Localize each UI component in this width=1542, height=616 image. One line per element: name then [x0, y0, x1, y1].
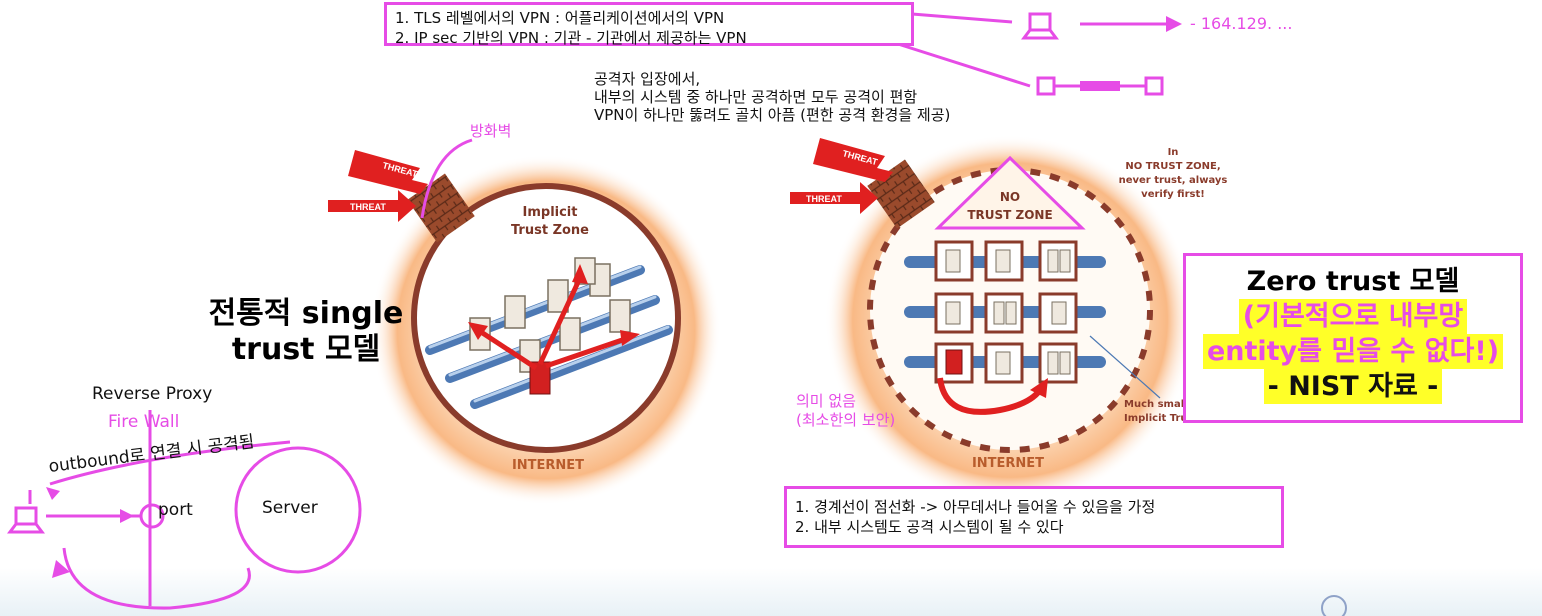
vpn-line-1: 1. TLS 레벨에서의 VPN : 어플리케이션에서의 VPN — [395, 9, 725, 27]
port-circle — [139, 503, 165, 529]
node-link-bar — [1080, 81, 1120, 91]
never-trust-line-4: verify first! — [1141, 189, 1205, 200]
right-threat-label-bottom: THREAT — [806, 194, 842, 204]
traditional-model-title: 전통적 single trust 모델 — [186, 296, 426, 368]
outbound-line — [49, 440, 291, 486]
return-loop — [62, 547, 251, 610]
much-smaller-line-2: Implicit Trust Zone — [1124, 413, 1230, 424]
left-threat-label-bottom: THREAT — [350, 202, 386, 212]
zero-trust-box: Zero trust 모델 (기본적으로 내부망 entity를 믿을 수 없다… — [1183, 253, 1523, 423]
outbound-arrowhead — [46, 487, 60, 500]
server-circle — [234, 446, 362, 574]
never-trust-note: In NO TRUST ZONE, never trust, always ve… — [1108, 146, 1238, 202]
attacker-line-3: VPN이 하나만 뚫려도 골치 아픔 (편한 공격 환경을 제공) — [594, 106, 951, 124]
client-laptop-icon — [7, 506, 45, 534]
zero-trust-line-3: entity를 믿을 수 없다!) — [1202, 334, 1504, 369]
right-attack-arrow — [937, 377, 1043, 415]
implicit-line-1: Implicit — [522, 205, 578, 220]
vpn-types-note: 1. TLS 레벨에서의 VPN : 어플리케이션에서의 VPN 2. IP s… — [384, 2, 914, 47]
vpn-line-2: 2. IP sec 기반의 VPN : 기관 - 기관에서 제공하는 VPN — [395, 29, 747, 47]
attacker-line-2: 내부의 시스템 중 하나만 공격하면 모두 공격이 편함 — [594, 88, 918, 106]
left-node-icon — [1036, 76, 1056, 96]
laptop-icon — [1021, 12, 1059, 40]
right-compromised-server — [945, 349, 963, 375]
ipsec-connector — [897, 42, 1031, 88]
firewall-label: 방화벽 — [470, 122, 512, 140]
right-servers — [945, 249, 1071, 375]
meaningless-note: 의미 없음 (최소한의 보안) — [796, 392, 895, 430]
port-label: port — [158, 500, 193, 520]
meaningless-line-2: (최소한의 보안) — [796, 411, 896, 429]
firewall-pointer-line — [420, 138, 473, 219]
attacker-line-1: 공격자 입장에서, — [594, 70, 701, 88]
traditional-title-line-2: trust 모델 — [231, 332, 381, 367]
left-threat-arrow-top — [348, 150, 428, 194]
no-trust-zone-diagram — [790, 135, 1195, 505]
perimeter-note: 1. 경계선이 점선화 -> 아무데서나 들어올 수 있음을 가정 2. 내부 … — [784, 486, 1284, 548]
much-smaller-pointer — [1089, 335, 1161, 399]
right-attack-arrowhead — [1030, 378, 1048, 398]
left-threat-arrow-bottom — [328, 190, 416, 222]
right-threat-arrow-bottom — [790, 182, 878, 214]
meaningless-line-1: 의미 없음 — [796, 392, 856, 410]
no-trust-line-1: NO — [999, 190, 1021, 204]
never-trust-line-2: NO TRUST ZONE, — [1125, 161, 1221, 172]
traditional-title-line-1: 전통적 single — [208, 296, 404, 331]
right-threat-arrow-top — [813, 138, 893, 182]
left-firewall-bricks — [407, 173, 475, 243]
reverse-proxy-label: Reverse Proxy — [92, 384, 213, 404]
logo-seal — [1321, 595, 1347, 616]
attacker-note: 공격자 입장에서, 내부의 시스템 중 하나만 공격하면 모두 공격이 편함 V… — [594, 70, 950, 124]
vpn-box-connector — [911, 12, 1013, 24]
left-attack-arrows — [468, 264, 640, 371]
proxy-sketch — [7, 410, 362, 610]
fire-wall-label: Fire Wall — [108, 412, 180, 432]
right-node-icon — [1144, 76, 1164, 96]
zero-trust-title: Zero trust 모델 — [1246, 266, 1460, 297]
left-internet-label: INTERNET — [511, 458, 585, 473]
zero-trust-source: - NIST 자료 - — [1263, 369, 1443, 404]
no-trust-zone-label: NO TRUST ZONE — [950, 188, 1070, 224]
no-trust-line-2: TRUST ZONE — [967, 208, 1053, 222]
much-smaller-note: Much smaller Implicit Trust Zone — [1124, 398, 1230, 426]
perimeter-line-2: 2. 내부 시스템도 공격 시스템이 될 수 있다 — [795, 518, 1064, 536]
zero-trust-line-2: (기본적으로 내부망 — [1238, 299, 1468, 334]
loop-arrowhead — [52, 560, 70, 578]
server-label: Server — [262, 498, 318, 518]
never-trust-line-1: In — [1167, 147, 1179, 158]
much-smaller-line-1: Much smaller — [1124, 399, 1200, 410]
ip-arrowhead — [1166, 16, 1182, 32]
perimeter-line-1: 1. 경계선이 점선화 -> 아무데서나 들어올 수 있음을 가정 — [795, 498, 1156, 516]
port-arrowhead — [120, 509, 134, 523]
implicit-trust-zone-diagram — [328, 138, 721, 505]
ip-address-note: - 164.129. ... — [1190, 14, 1293, 33]
right-internet-label: INTERNET — [971, 456, 1045, 471]
never-trust-line-3: never trust, always — [1118, 175, 1228, 186]
implicit-line-2: Trust Zone — [510, 223, 589, 238]
slide-bottom-band — [0, 568, 1542, 616]
no-trust-zone-triangle — [934, 155, 1086, 230]
implicit-trust-zone-label: Implicit Trust Zone — [500, 204, 600, 240]
left-trust-circle — [411, 183, 681, 453]
